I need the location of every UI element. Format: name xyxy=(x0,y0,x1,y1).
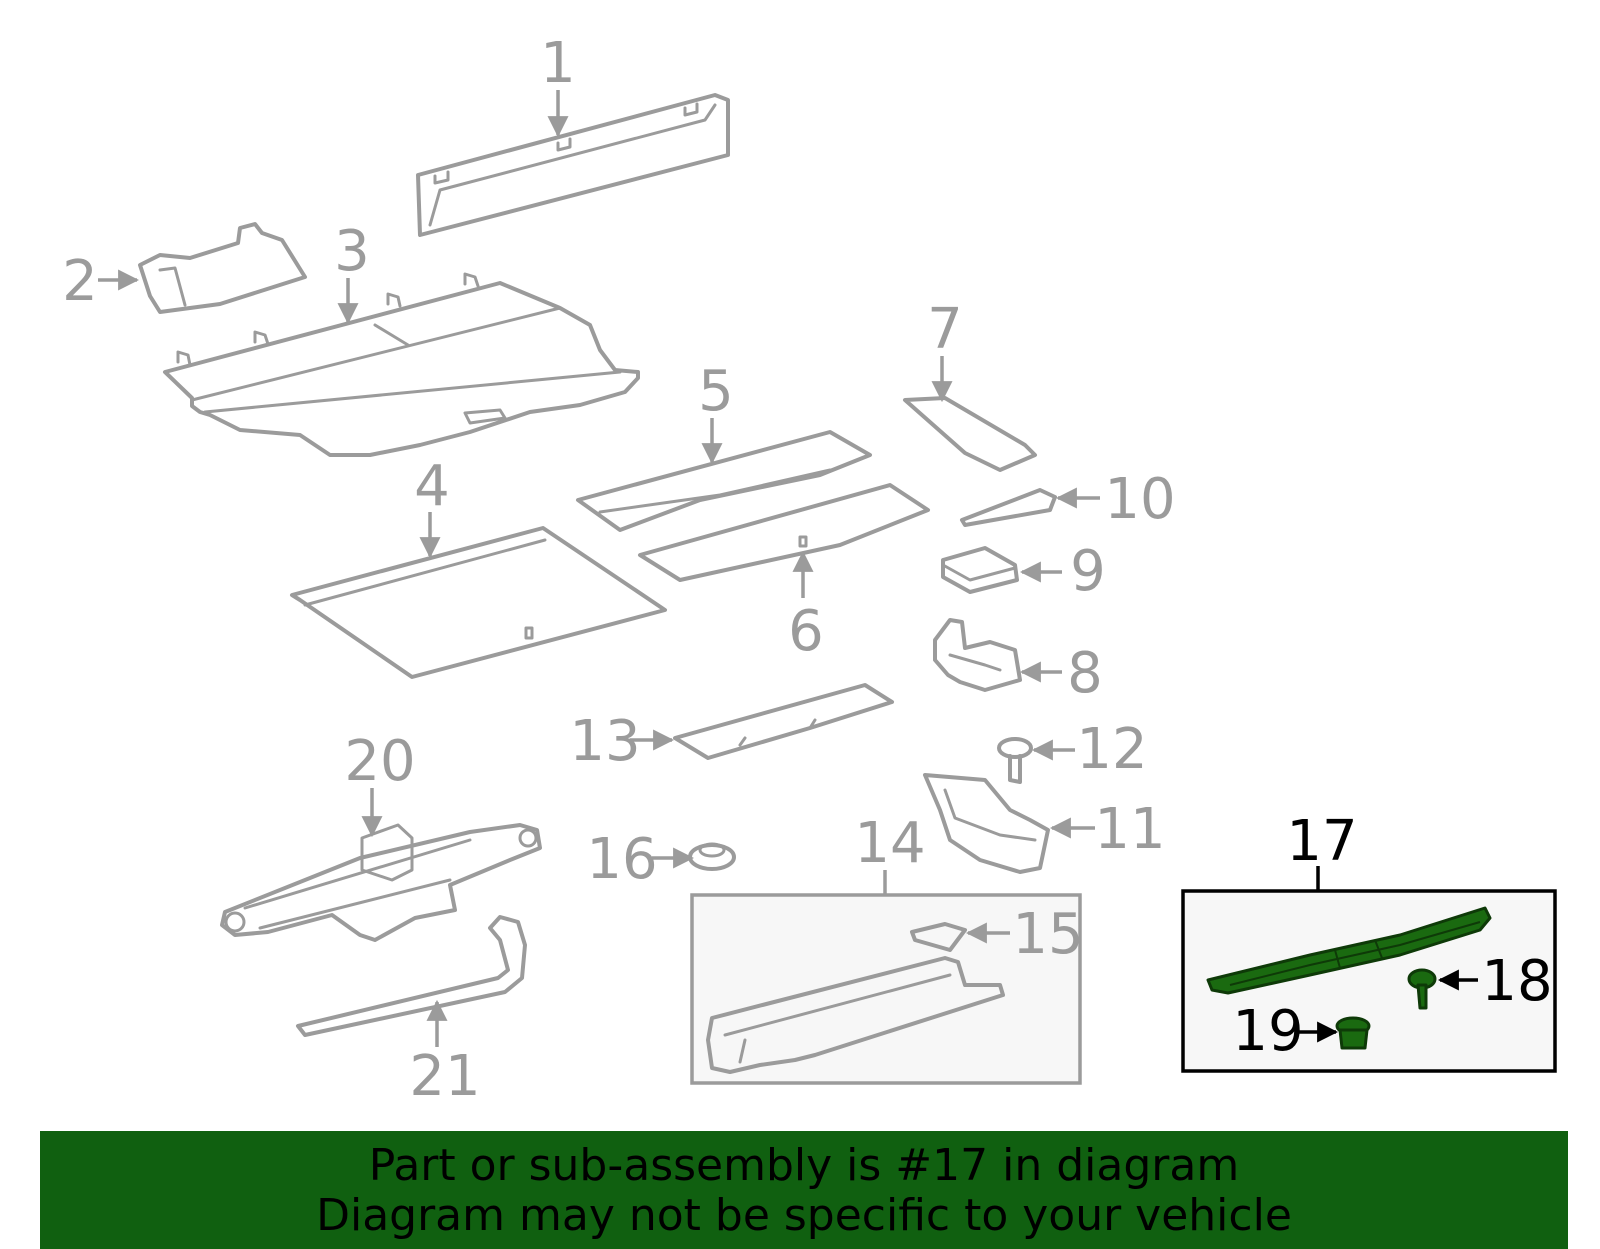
part-16-cap xyxy=(688,842,736,871)
callout-13: 13 xyxy=(569,709,675,774)
svg-text:2: 2 xyxy=(62,249,98,314)
callout-9: 9 xyxy=(1019,539,1106,604)
svg-text:7: 7 xyxy=(927,297,963,362)
callout-1: 1 xyxy=(540,31,576,138)
part-4-deck-board xyxy=(290,526,667,679)
part-6-board xyxy=(638,483,930,582)
callout-21: 21 xyxy=(409,999,481,1109)
callout-10: 10 xyxy=(1055,467,1176,532)
part-11-tray xyxy=(923,773,1050,874)
callout-5: 5 xyxy=(698,359,734,465)
part-8-bracket xyxy=(933,618,1022,692)
svg-text:3: 3 xyxy=(334,219,370,284)
svg-text:6: 6 xyxy=(788,599,824,664)
svg-text:9: 9 xyxy=(1070,539,1106,604)
banner-line-1: Part or sub-assembly is #17 in diagram xyxy=(368,1140,1240,1191)
svg-text:14: 14 xyxy=(854,811,925,876)
svg-text:18: 18 xyxy=(1481,949,1552,1014)
svg-text:12: 12 xyxy=(1076,717,1147,782)
callout-16: 16 xyxy=(586,827,695,892)
svg-text:13: 13 xyxy=(569,709,640,774)
svg-text:4: 4 xyxy=(414,454,450,519)
callout-18: 18 xyxy=(1437,949,1553,1014)
svg-text:11: 11 xyxy=(1094,797,1165,862)
svg-text:19: 19 xyxy=(1232,999,1303,1064)
part-21-handle xyxy=(296,915,527,1037)
callout-11: 11 xyxy=(1049,797,1166,862)
svg-text:5: 5 xyxy=(698,359,734,424)
part-20-jack xyxy=(220,823,542,942)
callout-7: 7 xyxy=(927,297,963,403)
svg-text:17: 17 xyxy=(1286,809,1357,874)
part-5-board xyxy=(576,430,872,532)
part-15-clip xyxy=(910,922,967,952)
info-banner: Part or sub-assembly is #17 in diagram D… xyxy=(40,1131,1568,1249)
callout-4: 4 xyxy=(414,454,450,559)
part-7-trim xyxy=(903,396,1037,472)
callout-12: 12 xyxy=(1031,717,1148,782)
svg-text:20: 20 xyxy=(344,729,415,794)
svg-text:16: 16 xyxy=(586,827,657,892)
part-18-clip[interactable] xyxy=(1407,968,1437,1010)
group-14-box: 14 xyxy=(690,811,1082,1085)
part-1-panel xyxy=(416,93,730,237)
svg-text:21: 21 xyxy=(409,1044,480,1109)
part-13-strip xyxy=(673,683,894,760)
part-10-clip xyxy=(960,488,1057,527)
callout-6: 6 xyxy=(788,550,824,664)
part-19-grommet[interactable] xyxy=(1335,1016,1371,1050)
callout-20: 20 xyxy=(344,729,416,838)
svg-text:1: 1 xyxy=(540,31,576,96)
callout-19: 19 xyxy=(1232,999,1339,1064)
svg-text:15: 15 xyxy=(1012,902,1083,967)
part-14-trim xyxy=(706,956,1005,1074)
callout-8: 8 xyxy=(1019,641,1103,706)
part-17-sill-plate[interactable] xyxy=(1206,906,1492,995)
svg-text:8: 8 xyxy=(1067,641,1103,706)
part-3-tonneau-cover xyxy=(163,272,640,457)
part-12-clip xyxy=(997,737,1033,784)
callout-15: 15 xyxy=(965,902,1084,967)
part-2-bracket xyxy=(138,222,307,314)
callout-2: 2 xyxy=(62,249,140,314)
callout-3: 3 xyxy=(334,219,370,325)
svg-text:10: 10 xyxy=(1104,467,1175,532)
group-17-box: 17 xyxy=(1181,809,1557,1073)
banner-line-2: Diagram may not be specific to your vehi… xyxy=(316,1190,1292,1241)
part-9-block xyxy=(941,546,1019,594)
